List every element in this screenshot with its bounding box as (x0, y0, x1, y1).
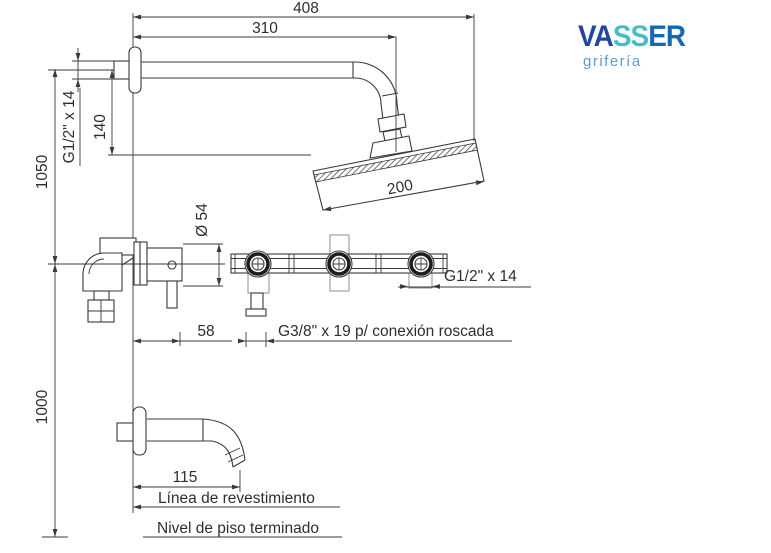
dim-label-valve-thread: G1/2" x 14 (444, 268, 517, 285)
valve-lever (166, 280, 178, 309)
shower-arm (113, 46, 413, 159)
dim-label-200: 200 (386, 177, 415, 199)
mixer-valve-side-view (48, 237, 225, 323)
handle-screw (167, 260, 177, 270)
spout-flange (132, 406, 147, 456)
logo-part-va: VA (578, 20, 614, 53)
valve-port-right (407, 250, 435, 278)
valve-port-left (244, 250, 272, 278)
dim-label-inlet-thread: G3/8" x 19 p/ conexión roscada (278, 323, 494, 340)
logo-part-ss: SS (612, 20, 649, 53)
escutcheon-edge (133, 241, 141, 286)
mixer-valve-front-view (230, 234, 448, 317)
brand-logo: VASSER grifería (578, 20, 693, 70)
valve-port-center (325, 250, 353, 278)
dimension-lines (48, 14, 531, 537)
logo-part-er: ER (648, 20, 686, 53)
bath-spout (116, 406, 246, 468)
dim-label-1050: 1050 (34, 154, 51, 189)
dim-label-arm-thread: G1/2" x 14 (61, 90, 78, 163)
inlet-downpipe (250, 292, 264, 310)
label-piso-terminado: Nivel de piso terminado (157, 520, 319, 537)
label-revestimiento: Línea de revestimiento (158, 490, 315, 507)
brand-tagline: grifería (583, 53, 642, 70)
valve-body (146, 247, 183, 282)
brand-wordmark: VASSER (578, 20, 686, 53)
arm-flange (128, 46, 142, 94)
dim-label-diameter-54: Ø 54 (194, 203, 211, 237)
dim-label-1000: 1000 (34, 389, 51, 424)
spray-face (313, 142, 478, 183)
dim-label-310: 310 (252, 20, 278, 37)
dim-label-408: 408 (293, 0, 319, 17)
dim-label-140: 140 (92, 114, 109, 140)
dim-label-58: 58 (197, 323, 214, 340)
dim-label-115: 115 (173, 469, 198, 486)
shower-head (312, 138, 485, 212)
